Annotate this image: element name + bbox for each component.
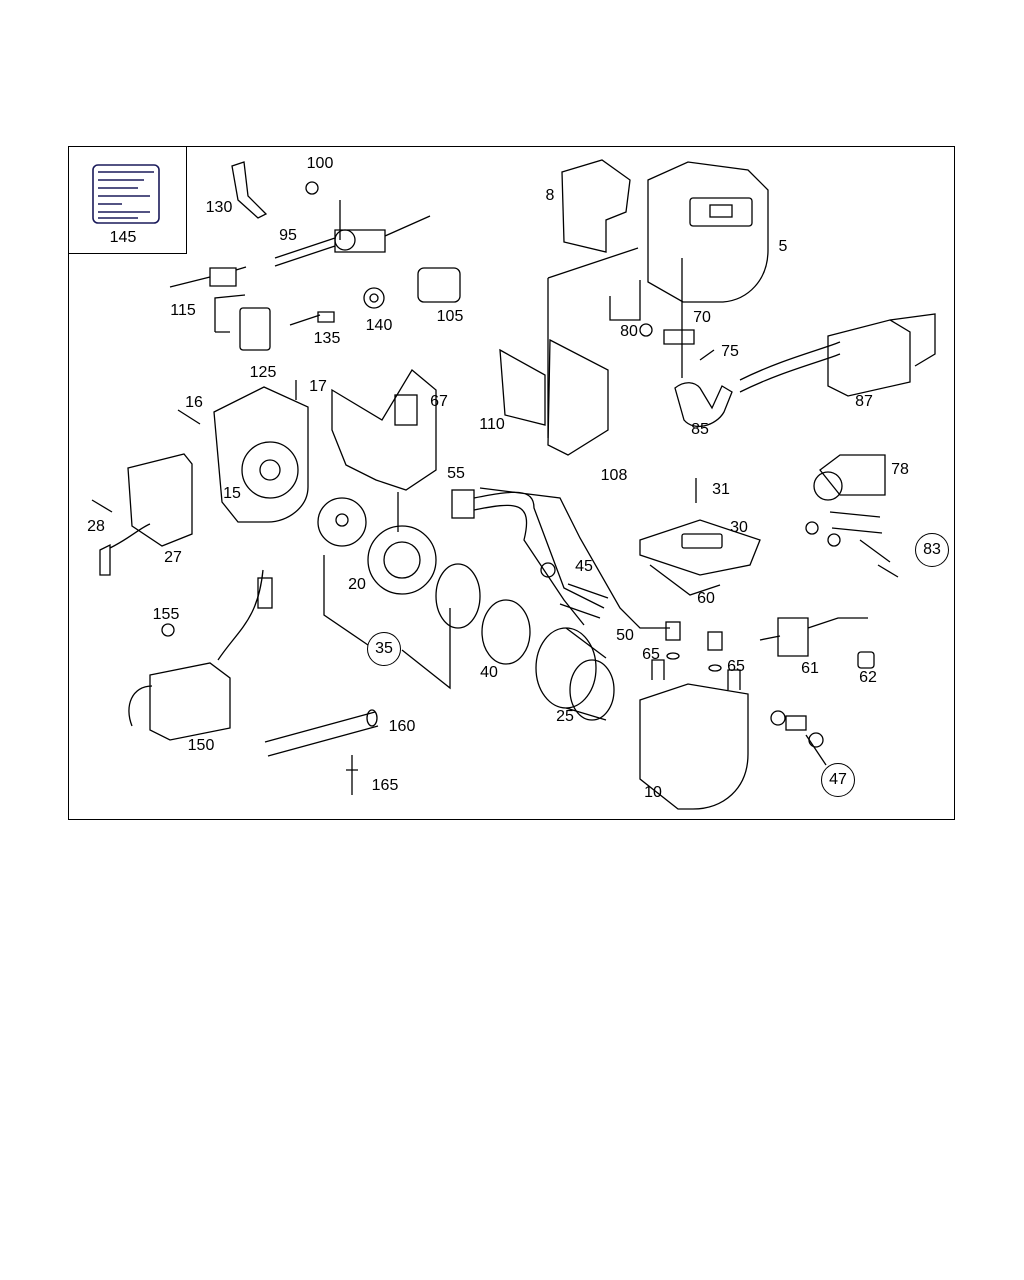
part-label-135[interactable]: 135 <box>313 330 341 347</box>
part-label-61[interactable]: 61 <box>801 660 819 677</box>
inset-box <box>68 146 187 254</box>
part-label-65-right[interactable]: 65 <box>727 658 745 675</box>
part-label-165[interactable]: 165 <box>371 777 399 794</box>
part-label-28[interactable]: 28 <box>87 518 105 535</box>
part-label-150[interactable]: 150 <box>187 737 215 754</box>
part-label-125[interactable]: 125 <box>249 364 277 381</box>
part-label-155[interactable]: 155 <box>152 606 180 623</box>
part-label-45[interactable]: 45 <box>575 558 593 575</box>
part-label-70[interactable]: 70 <box>693 309 711 326</box>
part-label-62[interactable]: 62 <box>859 669 877 686</box>
part-label-85[interactable]: 85 <box>691 421 709 438</box>
part-label-30[interactable]: 30 <box>730 519 748 536</box>
part-67-shield <box>331 369 437 491</box>
part-label-108[interactable]: 108 <box>600 467 628 484</box>
part-label-31[interactable]: 31 <box>712 481 730 498</box>
part-label-110[interactable]: 110 <box>479 416 505 433</box>
part-27-duct <box>99 453 193 576</box>
part-label-95[interactable]: 95 <box>279 227 297 244</box>
part-label-100[interactable]: 100 <box>306 155 334 172</box>
part-label-105[interactable]: 105 <box>436 308 464 325</box>
part-10-housing <box>639 683 749 810</box>
part-78-pump <box>819 454 886 496</box>
part-label-115[interactable]: 115 <box>170 302 196 319</box>
part-160-pipe <box>264 711 379 757</box>
part-95-line <box>274 200 431 267</box>
part-label-15[interactable]: 15 <box>223 485 241 502</box>
diagram-frame <box>68 146 955 820</box>
part-130-bracket <box>231 161 268 219</box>
part-label-17[interactable]: 17 <box>309 378 327 395</box>
part-15-housing <box>213 386 309 523</box>
part-label-87[interactable]: 87 <box>855 393 873 410</box>
part-label-80[interactable]: 80 <box>620 323 638 340</box>
part-label-67[interactable]: 67 <box>430 393 448 410</box>
part-label-78[interactable]: 78 <box>891 461 909 478</box>
document-icon <box>92 164 160 224</box>
part-8-cover <box>561 159 631 253</box>
part-label-160[interactable]: 160 <box>388 718 416 735</box>
part-label-40[interactable]: 40 <box>480 664 498 681</box>
part-150-silencer <box>149 662 231 741</box>
part-label-140[interactable]: 140 <box>365 317 393 334</box>
part-label-27[interactable]: 27 <box>164 549 182 566</box>
part-label-10[interactable]: 10 <box>644 784 662 801</box>
part-label-25[interactable]: 25 <box>556 708 574 725</box>
part-label-75[interactable]: 75 <box>721 343 739 360</box>
kit-label-35[interactable]: 35 <box>367 632 401 666</box>
part-label-55[interactable]: 55 <box>447 465 465 482</box>
kit-label-83[interactable]: 83 <box>915 533 949 567</box>
part-label-5[interactable]: 5 <box>778 238 788 255</box>
inset-label-145: 145 <box>109 229 137 246</box>
part-label-50[interactable]: 50 <box>616 627 634 644</box>
part-87-silencer <box>827 313 936 397</box>
part-label-20[interactable]: 20 <box>348 576 366 593</box>
part-30-plate <box>639 519 761 576</box>
part-label-130[interactable]: 130 <box>205 199 233 216</box>
kit-label-47[interactable]: 47 <box>821 763 855 797</box>
part-5-heater <box>647 161 769 303</box>
part-label-8[interactable]: 8 <box>545 187 555 204</box>
part-label-16[interactable]: 16 <box>185 394 203 411</box>
part-label-65-left[interactable]: 65 <box>642 646 660 663</box>
part-label-60[interactable]: 60 <box>697 590 715 607</box>
